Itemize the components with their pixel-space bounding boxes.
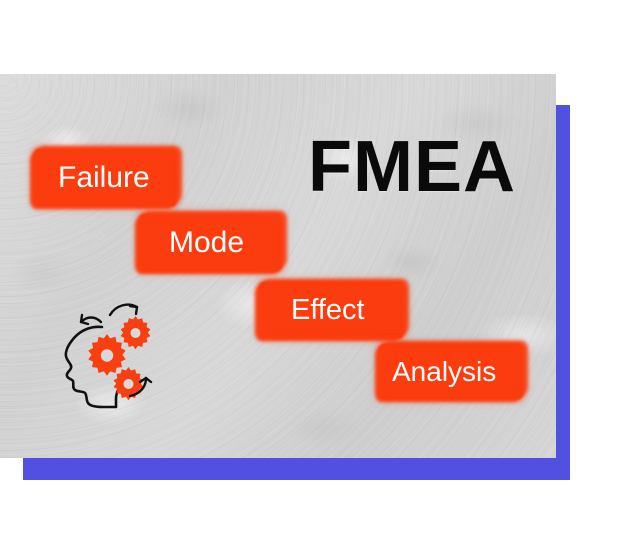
marker-stroke-icon (139, 214, 282, 271)
marker-word-label: Failure (58, 160, 150, 194)
marker-word-label: Mode (169, 225, 245, 259)
marker-word-analysis: Analysis (379, 344, 523, 399)
arrow-top-curved-icon (108, 303, 139, 317)
marker-word-effect: Effect (259, 282, 404, 338)
marker-word-label: Effect (291, 293, 365, 326)
arrow-left-curved-icon (79, 313, 103, 326)
marker-word-failure: Failure (34, 149, 177, 206)
head-with-gears-icon (58, 296, 168, 410)
page-title: FMEA (308, 127, 516, 207)
gear-small-icon (113, 367, 144, 401)
gear-medium-icon (120, 316, 151, 350)
marker-stroke-icon (259, 282, 404, 338)
head-outline-path (64, 325, 130, 409)
arrow-bottom-curved-icon (128, 376, 153, 398)
marker-stroke-icon (34, 149, 177, 206)
marker-word-label: Analysis (392, 355, 497, 387)
gear-large-icon (88, 334, 126, 376)
marker-word-mode: Mode (139, 214, 282, 271)
marker-stroke-icon (379, 344, 523, 399)
